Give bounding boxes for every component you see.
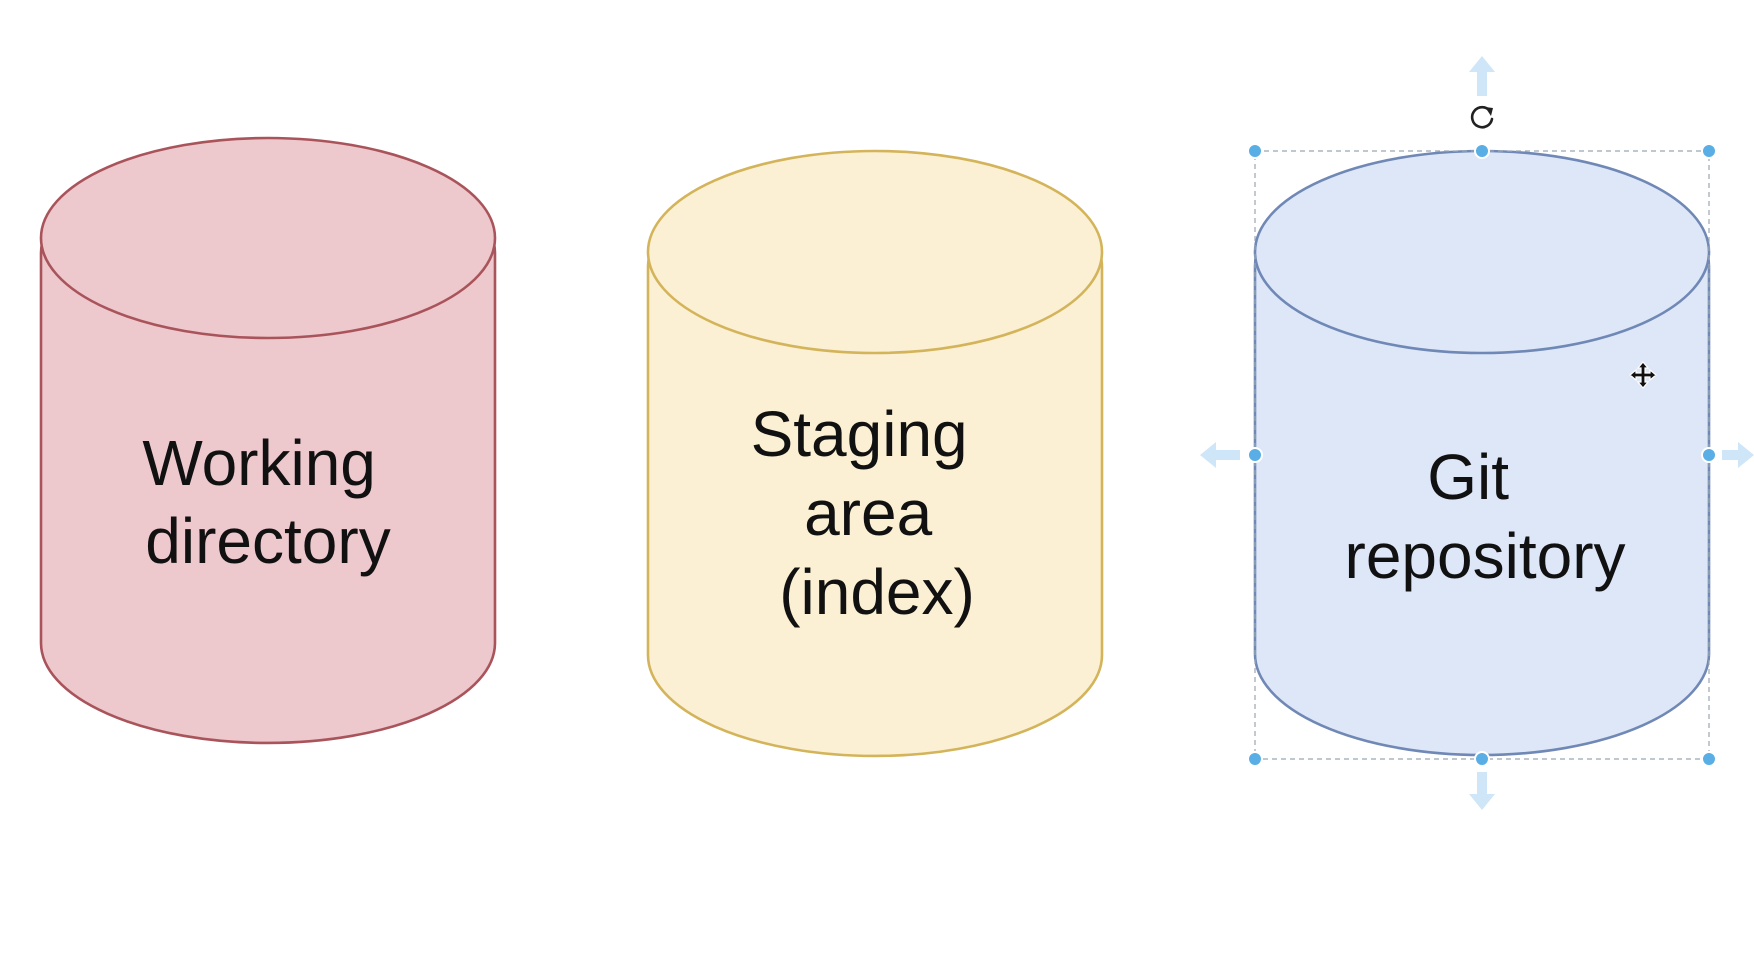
cylinder-label-line: directory bbox=[145, 505, 390, 577]
resize-arrow-up[interactable] bbox=[1469, 56, 1495, 96]
resize-handle-bottom-left[interactable] bbox=[1247, 751, 1263, 767]
rotate-icon[interactable] bbox=[1468, 103, 1496, 131]
cylinder-label: Git repository bbox=[1345, 441, 1626, 592]
cylinder-label-line: area bbox=[804, 477, 933, 549]
cylinder-label-line: repository bbox=[1345, 520, 1626, 592]
selection-overlay bbox=[1200, 56, 1754, 810]
resize-handle-top-left[interactable] bbox=[1247, 143, 1263, 159]
resize-handle-left[interactable] bbox=[1247, 447, 1263, 463]
cylinder-label-line: (index) bbox=[779, 556, 975, 628]
cylinder-git-repository[interactable]: Git repository bbox=[1253, 149, 1711, 757]
resize-arrow-left[interactable] bbox=[1200, 442, 1240, 468]
resize-arrow-down[interactable] bbox=[1469, 772, 1495, 810]
cylinder-top bbox=[1253, 149, 1711, 355]
resize-handle-top[interactable] bbox=[1474, 143, 1490, 159]
cylinder-label-line: Working bbox=[142, 427, 376, 499]
cylinder-label-line: Staging bbox=[751, 398, 968, 470]
resize-arrow-right[interactable] bbox=[1722, 442, 1754, 468]
cylinder-label: Working directory bbox=[142, 427, 393, 577]
cylinder-working-directory[interactable]: Working directory bbox=[39, 136, 497, 745]
cylinder-top bbox=[39, 136, 497, 340]
cylinder-top bbox=[646, 149, 1104, 355]
move-cursor-icon bbox=[1629, 361, 1657, 389]
resize-handle-bottom[interactable] bbox=[1474, 751, 1490, 767]
cylinder-staging-area[interactable]: Staging area (index) bbox=[646, 149, 1104, 758]
resize-handle-top-right[interactable] bbox=[1701, 143, 1717, 159]
resize-handle-right[interactable] bbox=[1701, 447, 1717, 463]
resize-handle-bottom-right[interactable] bbox=[1701, 751, 1717, 767]
cylinder-label: Staging area (index) bbox=[751, 398, 986, 628]
cylinder-label-line: Git bbox=[1427, 441, 1509, 513]
